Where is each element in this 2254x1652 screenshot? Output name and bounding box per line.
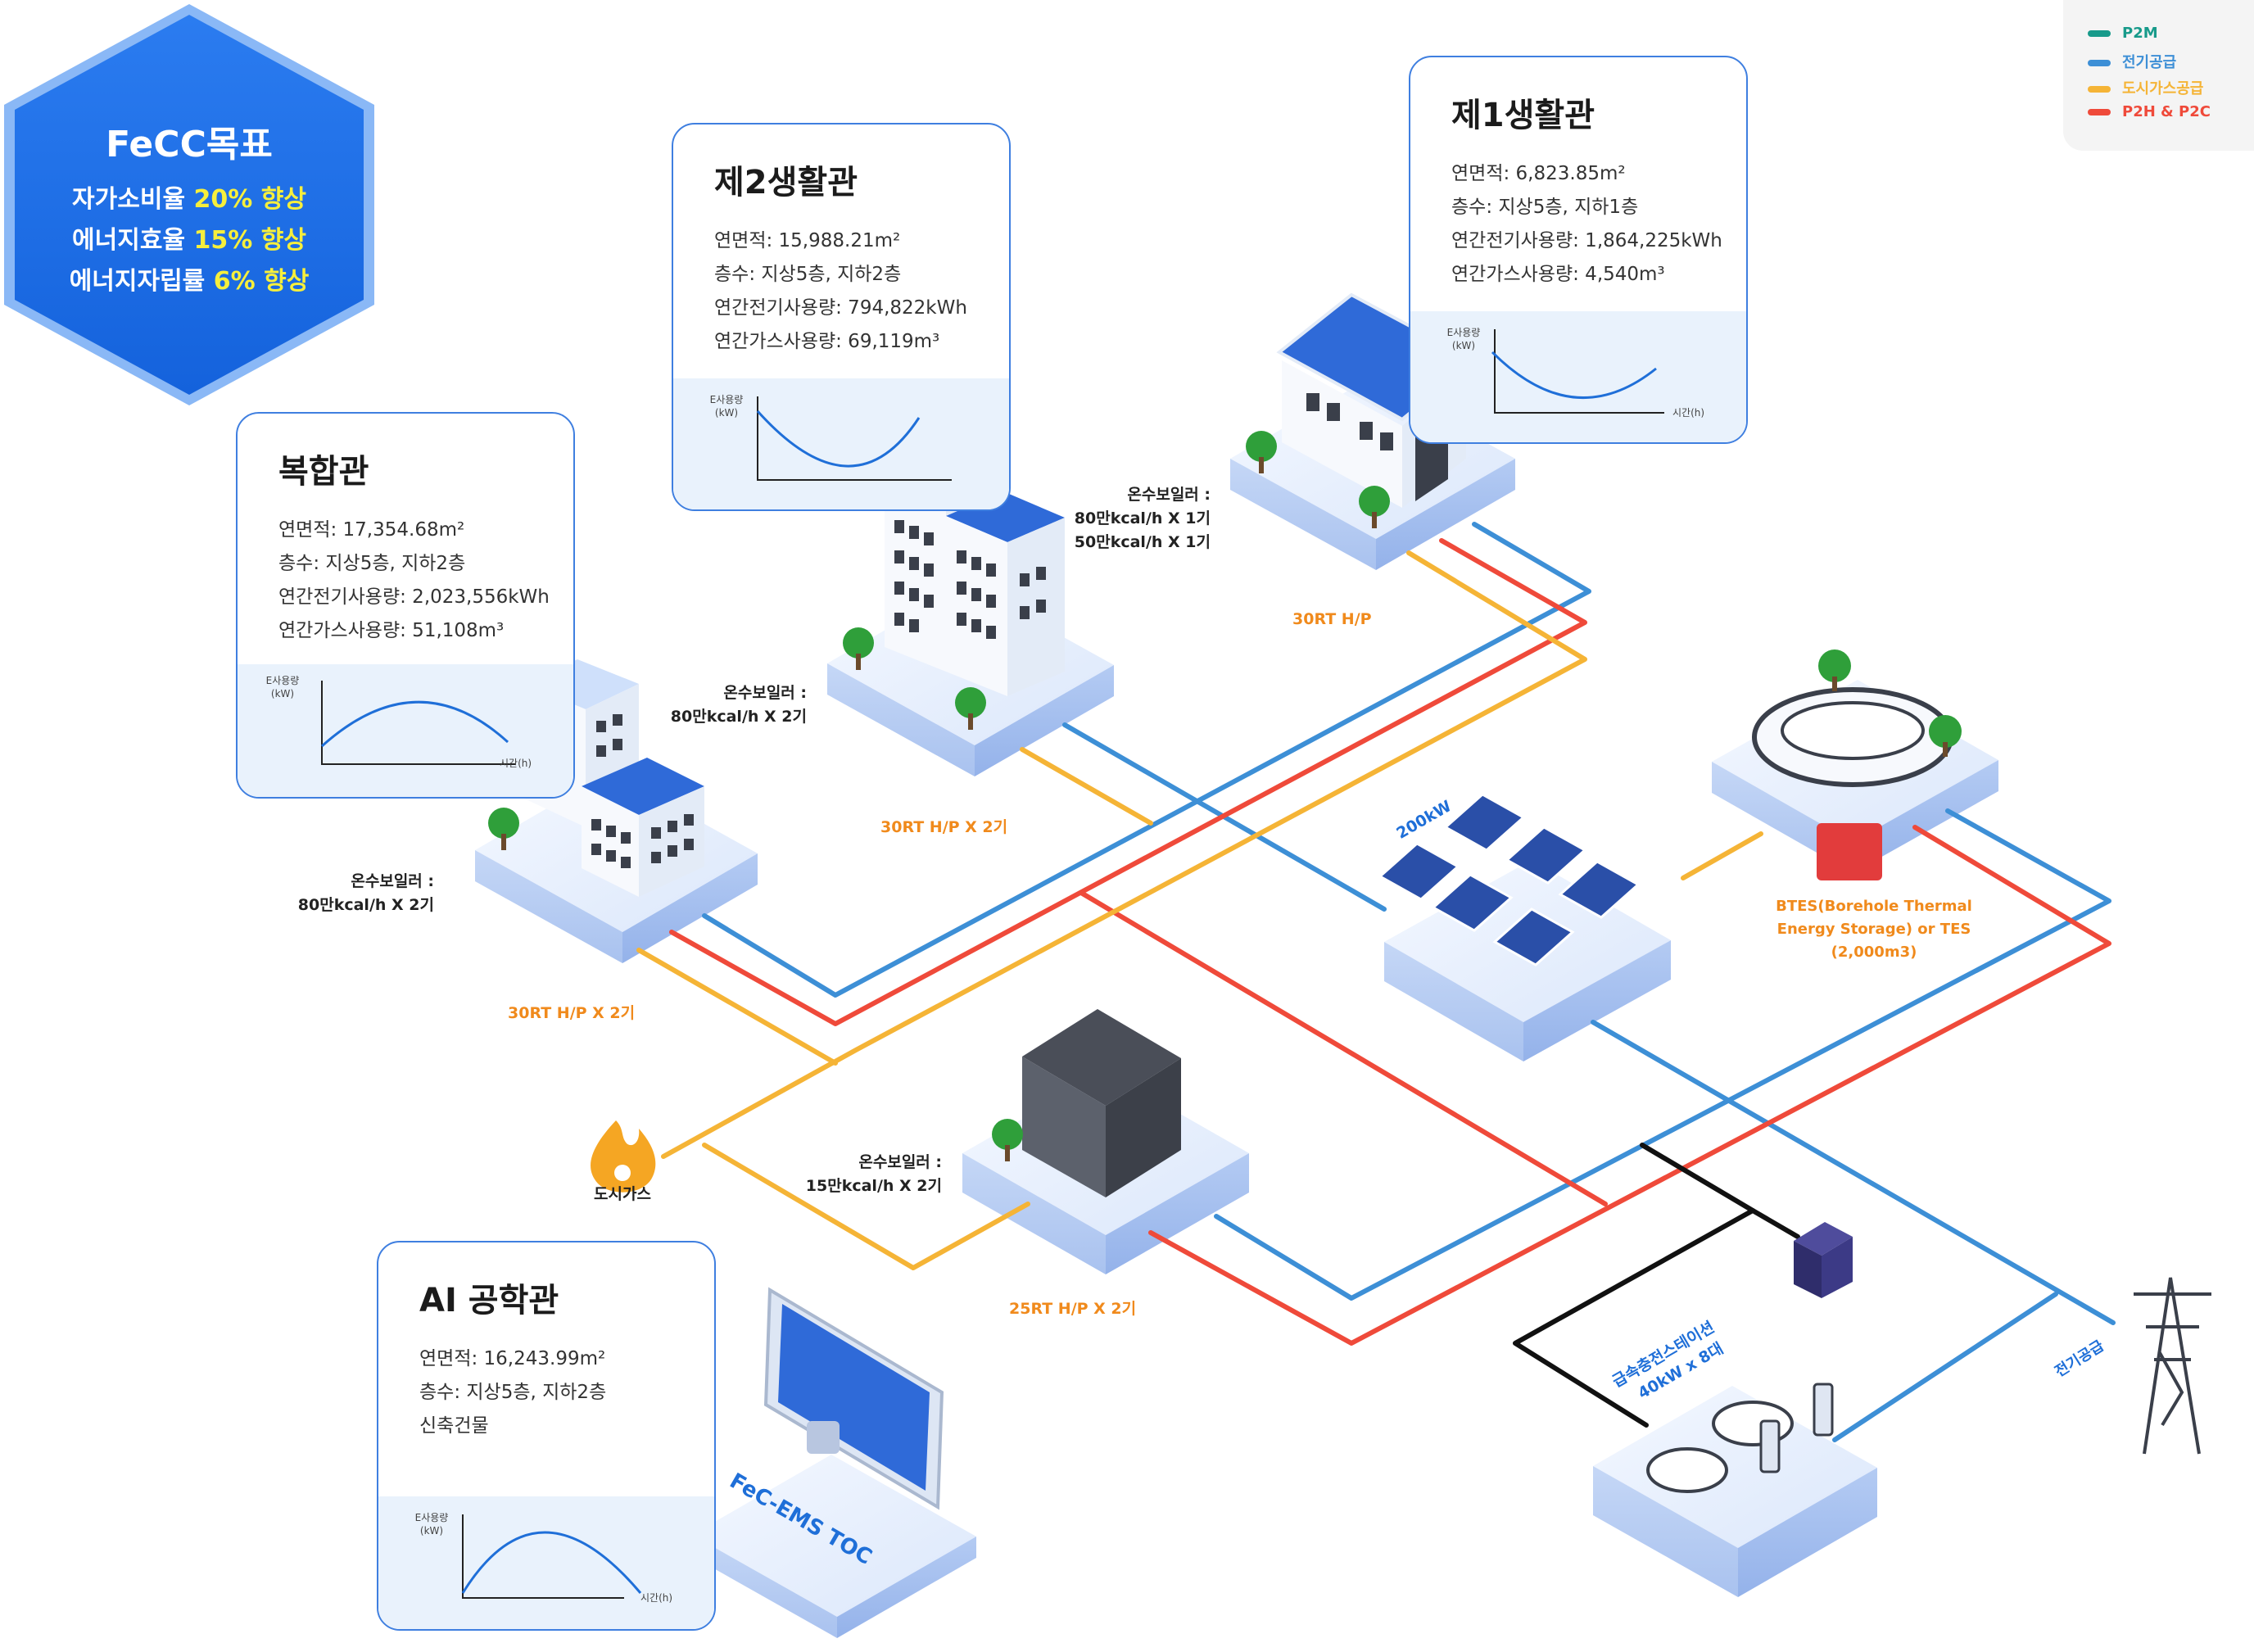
usage-graph: E사용량 (kW) [673, 378, 1009, 509]
card-dorm1: 제1생활관 연면적: 6,823.85m² 층수: 지상5층, 지하1층 연간전… [1409, 56, 1748, 444]
graph-ylabel: E사용량 [1447, 327, 1481, 338]
solar-panel-array [1378, 793, 1641, 966]
card-title: 제2생활관 [714, 164, 858, 201]
graph-ylabel-unit: (kW) [715, 407, 738, 419]
graph-ylabel-unit: (kW) [1452, 340, 1475, 351]
card-ai: AI 공학관 연면적: 16,243.99m² 층수: 지상5층, 지하2층 신… [377, 1241, 716, 1631]
goal-title: FeCC목표 [106, 124, 273, 165]
center-boiler-label: 온수보일러 : 15만kcal/h X 2기 [805, 1153, 942, 1195]
graph-axes [1494, 329, 1664, 414]
card-stats: 연면적: 17,354.68m² 층수: 지상5층, 지하2층 연간전기사용량:… [278, 519, 550, 641]
graph-xlabel: 시간(h) [500, 758, 532, 769]
stadium [1752, 649, 1962, 880]
graph-ylabel: E사용량 [266, 675, 300, 686]
center-building [992, 1009, 1181, 1197]
usage-graph: E사용량 (kW) 시간(h) [1410, 311, 1746, 442]
graph-axes [462, 1514, 624, 1599]
legend: P2M 전기공급 도시가스공급 P2H & P2C [2063, 0, 2254, 151]
city-gas-flame-icon [591, 1120, 656, 1193]
usage-graph-svg: E사용량 (kW) 시간(h) [1447, 327, 1704, 419]
graph-axes [757, 396, 952, 481]
legend-item-p2m: P2M [2088, 25, 2158, 42]
dorm1-hp-label: 30RT H/P [1292, 610, 1372, 628]
goal-hexagon [4, 4, 374, 405]
card-stats: 연면적: 6,823.85m² 층수: 지상5층, 지하1층 연간전기사용량: … [1451, 163, 1722, 285]
platform-ems [692, 1455, 976, 1638]
graph-ylabel-unit: (kW) [420, 1525, 443, 1537]
card-title: 제1생활관 [1451, 97, 1595, 134]
graph-ylabel: E사용량 [710, 394, 744, 405]
platform-charging [1593, 1386, 1877, 1597]
complex-hp-label: 30RT H/P X 2기 [508, 1004, 636, 1022]
card-title: AI 공학관 [419, 1282, 559, 1319]
graph-xlabel: 시간(h) [640, 1592, 672, 1604]
graph-xlabel: 시간(h) [1672, 407, 1704, 419]
graph-ylabel: E사용량 [415, 1512, 449, 1523]
graph-axes [321, 681, 516, 765]
legend-item-heat: P2H & P2C [2088, 103, 2211, 120]
ems-monitor [763, 1287, 944, 1510]
graph-curve [1491, 351, 1657, 400]
server-rack [1794, 1222, 1853, 1298]
card-stats: 연면적: 16,243.99m² 층수: 지상5층, 지하2층 신축건물 [419, 1348, 607, 1437]
usage-graph-svg: E사용량 (kW) [710, 394, 952, 481]
card-dorm2: 제2생활관 연면적: 15,988.21m² 층수: 지상5층, 지하2층 연간… [672, 123, 1011, 511]
card-stats: 연면적: 15,988.21m² 층수: 지상5층, 지하2층 연간전기사용량:… [714, 230, 967, 352]
dorm2-building [843, 459, 1065, 730]
city-gas-label: 도시가스 [594, 1185, 651, 1203]
center-hp-label: 25RT H/P X 2기 [1009, 1300, 1137, 1318]
legend-swatch [2088, 30, 2111, 37]
charging-cars [1646, 1383, 1834, 1493]
card-complex: 복합관 연면적: 17,354.68m² 층수: 지상5층, 지하2층 연간전기… [236, 412, 575, 799]
dorm2-hp-label: 30RT H/P X 2기 [880, 818, 1008, 836]
usage-graph-svg: E사용량 (kW) 시간(h) [415, 1512, 672, 1604]
legend-item-gas: 도시가스공급 [2088, 77, 2203, 98]
graph-ylabel-unit: (kW) [271, 688, 294, 699]
complex-boiler-label: 온수보일러 : 80만kcal/h X 2기 [297, 872, 434, 914]
card-title: 복합관 [278, 453, 369, 491]
dorm2-boiler-label: 온수보일러 : 80만kcal/h X 2기 [670, 684, 807, 726]
goal-line-independence: 에너지자립률 6% 향상 [69, 267, 310, 296]
legend-item-electric: 전기공급 [2088, 51, 2176, 72]
btes-label: BTES(Borehole Thermal Energy Storage) or… [1776, 898, 1972, 961]
graph-curve [320, 700, 509, 748]
data-lines [1513, 1143, 1800, 1428]
graph-curve [756, 410, 921, 468]
legend-swatch [2088, 86, 2111, 93]
graph-curve [461, 1531, 642, 1594]
legend-swatch [2088, 109, 2111, 115]
goal-line-efficiency: 에너지효율 15% 향상 [72, 226, 306, 255]
usage-graph: E사용량 (kW) 시간(h) [238, 664, 573, 797]
usage-graph-svg: E사용량 (kW) 시간(h) [266, 675, 532, 769]
goal-panel: FeCC목표 자가소비율 20% 향상 에너지효율 15% 향상 에너지자립률 … [0, 0, 378, 410]
transmission-tower [2134, 1277, 2211, 1455]
heat-lines [669, 538, 2111, 1346]
goal-line-self-consumption: 자가소비율 20% 향상 [72, 185, 306, 214]
gas-lines [636, 550, 1763, 1270]
legend-swatch [2088, 60, 2111, 66]
dorm1-boiler-label: 온수보일러 : 80만kcal/h X 1기 50만kcal/h X 1기 [1074, 486, 1211, 551]
usage-graph: E사용량 (kW) 시간(h) [378, 1496, 714, 1629]
